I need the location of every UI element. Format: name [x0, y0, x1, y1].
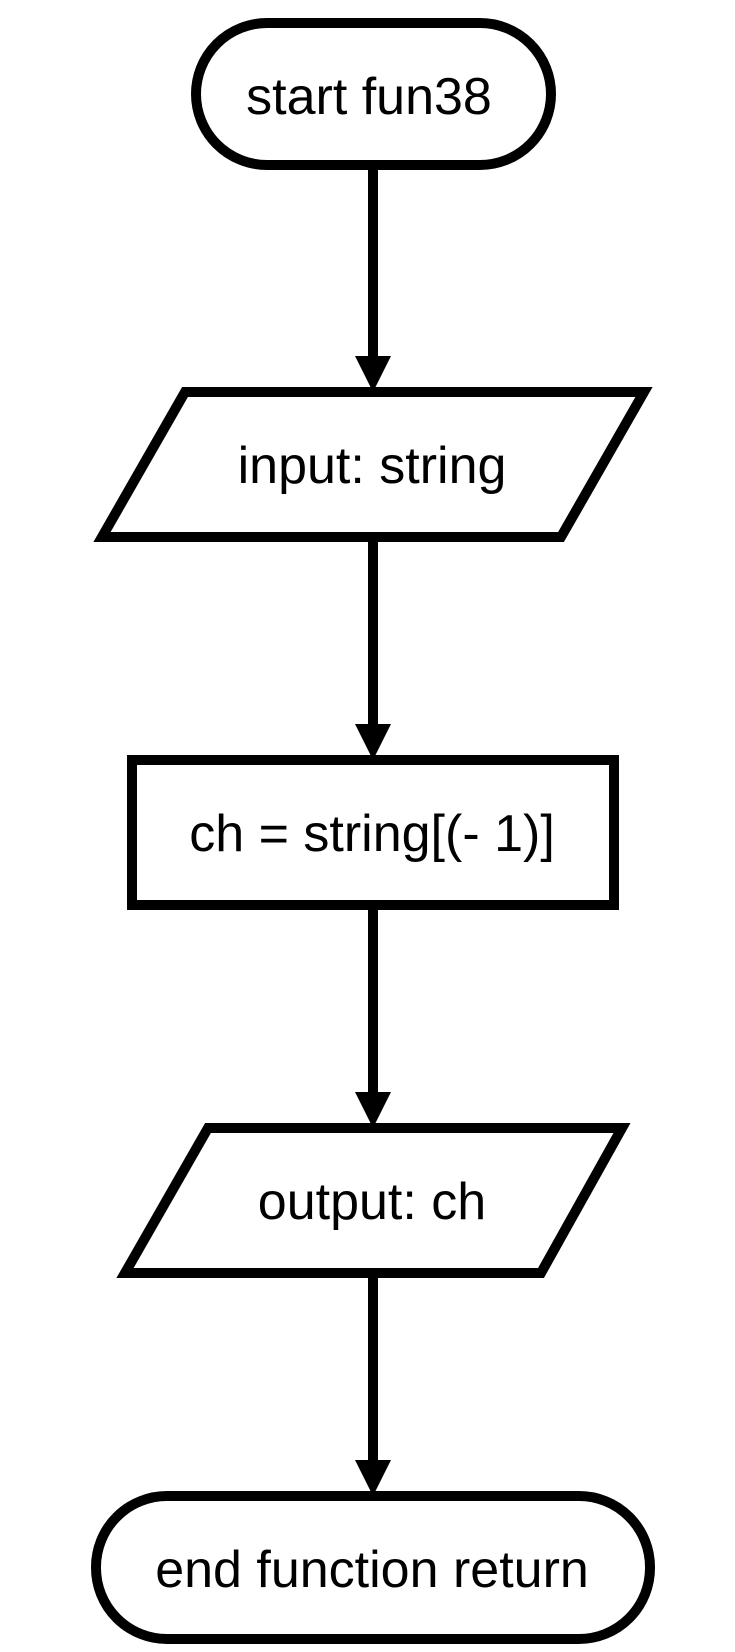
- input-parallelogram-shape: [93, 387, 653, 542]
- node-end: end function return: [91, 1491, 655, 1644]
- output-label: output: ch: [258, 1173, 486, 1231]
- assign-process-shape: [127, 755, 619, 910]
- start-terminator-shape: [191, 18, 556, 170]
- start-label: start fun38: [246, 68, 492, 126]
- node-output: output: ch: [116, 1123, 631, 1278]
- edge-start-to-input: [355, 165, 391, 392]
- assign-label: ch = string[(- 1)]: [189, 805, 555, 863]
- node-start: start fun38: [191, 18, 556, 170]
- input-label: input: string: [238, 437, 507, 495]
- end-label: end function return: [155, 1541, 589, 1599]
- edge-assign-to-output: [355, 905, 391, 1128]
- node-input: input: string: [93, 387, 653, 542]
- edge-output-to-end: [355, 1273, 391, 1496]
- output-parallelogram-shape: [116, 1123, 631, 1278]
- node-assign: ch = string[(- 1)]: [127, 755, 619, 910]
- edge-input-to-assign: [355, 537, 391, 760]
- end-terminator-shape: [91, 1491, 655, 1644]
